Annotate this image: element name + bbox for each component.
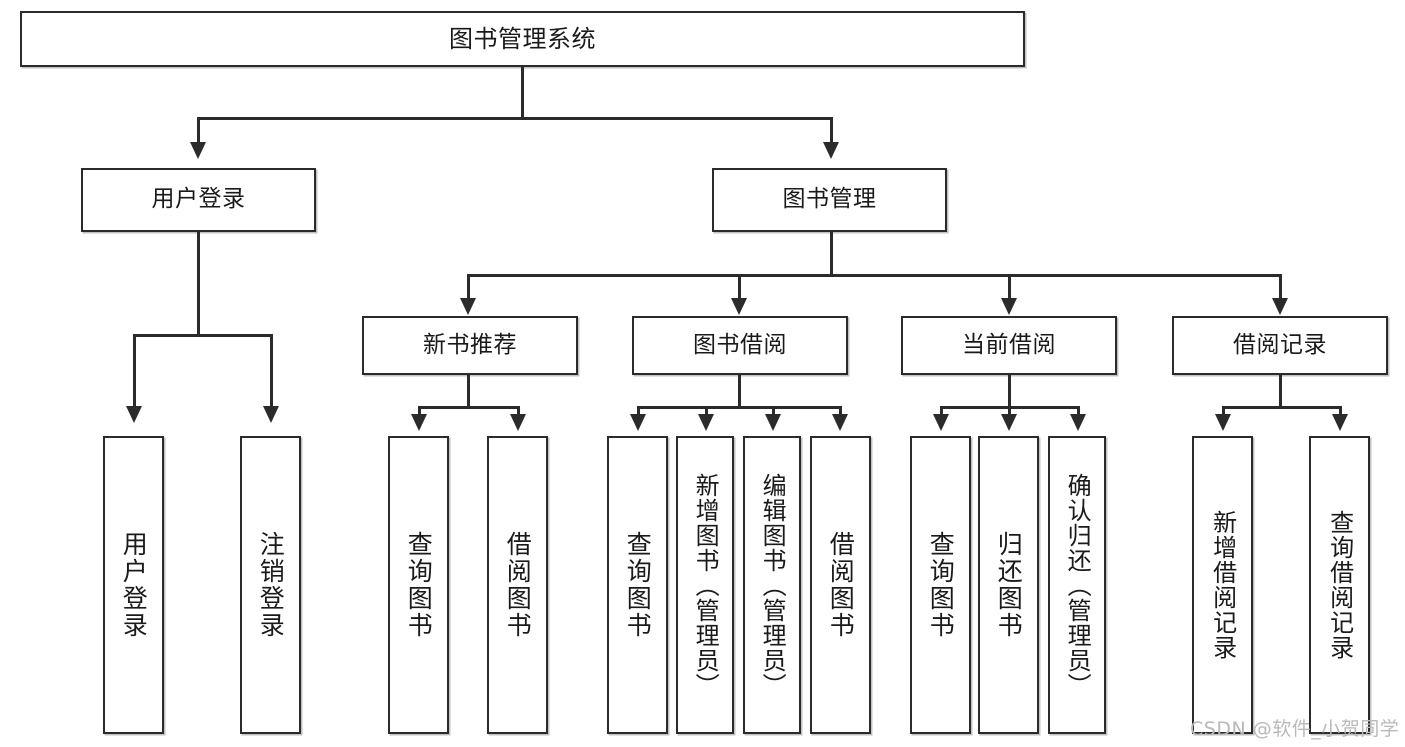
connector-drop-bb-query [637,406,640,418]
csdn-watermark: CSDN @软件_小贺同学 [1190,718,1400,740]
connector-book-manage-bus [467,274,1279,277]
arrow-to-bb-edit [765,414,781,431]
arrow-to-book-manage [823,142,839,159]
node-label: 查询图书 [926,531,956,639]
leaf-cb-return-book[interactable]: 归还图书 [978,436,1039,734]
node-label: 图书借阅 [693,331,787,358]
leaf-br-add-record[interactable]: 新增借阅记录 [1192,436,1253,734]
leaf-bb-query-book[interactable]: 查询图书 [607,436,668,734]
connector-drop-new-book [467,274,470,300]
node-book-management[interactable]: 图书管理 [712,168,947,232]
node-new-book-recommend[interactable]: 新书推荐 [362,316,578,375]
connector-drop-br-add [1222,406,1225,418]
arrow-to-br-query [1332,414,1348,431]
node-label: 注销登录 [256,531,286,639]
connector-drop-br-query [1339,406,1342,418]
leaf-nb-borrow-book[interactable]: 借阅图书 [487,436,548,734]
node-label: 确认归还（管理员） [1063,472,1092,698]
leaf-logout[interactable]: 注销登录 [240,436,301,734]
arrow-to-book-borrow [731,298,747,315]
connector-drop-current-borrow [1008,274,1011,300]
node-label: 编辑图书（管理员） [758,472,787,698]
node-label: 用户登录 [151,186,246,213]
leaf-nb-query-book[interactable]: 查询图书 [388,436,449,734]
connector-drop-user-login [197,117,200,144]
node-label: 新书推荐 [423,331,517,358]
connector-current-borrow-stem [1008,375,1011,408]
connector-new-book-bus [418,406,519,409]
node-label: 借阅图书 [826,531,856,639]
arrow-to-nb-query [411,414,427,431]
arrow-to-br-add [1215,414,1231,431]
arrow-to-new-book [460,298,476,315]
leaf-cb-query-book[interactable]: 查询图书 [910,436,971,734]
connector-drop-bb-borrow [839,406,842,418]
node-label: 图书管理 [782,186,877,213]
node-label: 借阅记录 [1233,331,1327,358]
node-user-login[interactable]: 用户登录 [81,168,316,232]
connector-new-book-stem [467,375,470,408]
connector-drop-leaf-user-login [133,334,136,408]
connector-drop-nb-borrow [517,406,520,418]
connector-drop-book-borrow [738,274,741,300]
arrow-to-nb-borrow [510,414,526,431]
node-label: 当前借阅 [962,331,1056,358]
node-label: 查询图书 [623,531,653,639]
arrow-to-user-login [190,142,206,159]
connector-drop-cb-return [1008,406,1011,418]
arrow-to-cb-return [1001,414,1017,431]
node-current-borrow[interactable]: 当前借阅 [901,316,1117,375]
node-label: 借阅图书 [503,531,533,639]
connector-drop-borrow-record [1279,274,1282,300]
connector-drop-cb-query [940,406,943,418]
leaf-cb-confirm-return-admin[interactable]: 确认归还（管理员） [1048,436,1106,734]
node-label: 新增图书（管理员） [691,472,720,698]
arrow-to-bb-add [698,414,714,431]
connector-drop-book-manage [830,117,833,144]
connector-borrow-record-bus [1222,406,1341,409]
connector-drop-bb-add [705,406,708,418]
leaf-user-login[interactable]: 用户登录 [103,436,164,734]
arrow-to-bb-borrow [832,414,848,431]
node-root-system[interactable]: 图书管理系统 [20,11,1025,67]
node-label: 图书管理系统 [449,24,596,53]
node-label: 查询图书 [404,531,434,639]
node-borrow-record[interactable]: 借阅记录 [1172,316,1388,375]
connector-book-manage-stem [830,232,833,276]
connector-user-login-bus [133,334,272,337]
connector-drop-cb-confirm [1077,406,1080,418]
connector-root-bus [197,117,832,120]
leaf-br-query-record[interactable]: 查询借阅记录 [1309,436,1370,734]
connector-root-stem [521,67,524,119]
connector-borrow-record-stem [1279,375,1282,408]
arrow-to-borrow-record [1272,298,1288,315]
arrow-to-leaf-user-login [126,406,142,423]
connector-book-borrow-bus [637,406,841,409]
connector-book-borrow-stem [738,375,741,408]
connector-user-login-stem [197,232,200,336]
node-book-borrow[interactable]: 图书借阅 [632,316,848,375]
node-label: 新增借阅记录 [1208,510,1237,660]
connector-drop-leaf-logout [270,334,273,408]
arrow-to-cb-query [933,414,949,431]
leaf-bb-add-book-admin[interactable]: 新增图书（管理员） [676,436,734,734]
leaf-bb-edit-book-admin[interactable]: 编辑图书（管理员） [743,436,801,734]
arrow-to-current-borrow [1001,298,1017,315]
connector-drop-nb-query [418,406,421,418]
arrow-to-leaf-logout [263,406,279,423]
connector-drop-bb-edit [772,406,775,418]
node-label: 归还图书 [994,531,1024,639]
leaf-bb-borrow-book[interactable]: 借阅图书 [810,436,871,734]
arrow-to-cb-confirm [1070,414,1086,431]
node-label: 用户登录 [119,531,149,639]
arrow-to-bb-query [630,414,646,431]
node-label: 查询借阅记录 [1325,510,1354,660]
